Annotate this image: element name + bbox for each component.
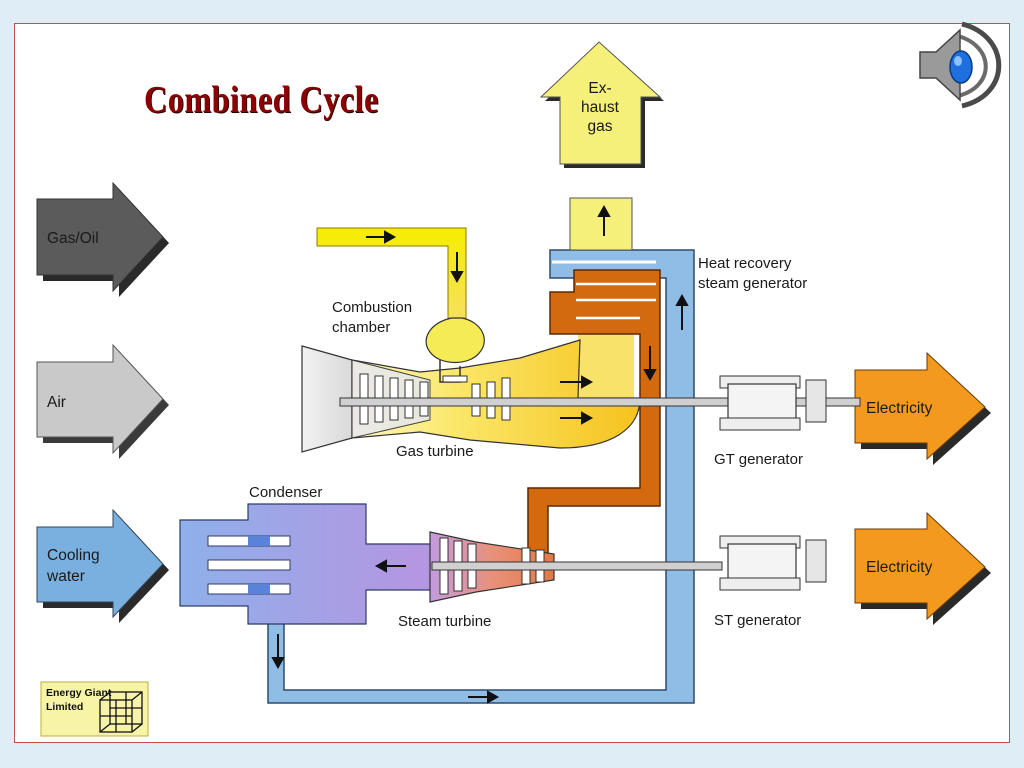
gas-turbine bbox=[301, 317, 861, 453]
hrsg-label-line2: steam generator bbox=[698, 275, 807, 292]
electricity-st-label: Electricity bbox=[866, 559, 933, 576]
steam-turbine bbox=[429, 531, 723, 603]
flow-arrow-right-icon bbox=[560, 411, 594, 425]
gt-generator bbox=[719, 375, 827, 431]
flow-arrow-down-icon bbox=[643, 346, 657, 382]
gas-turbine-label: Gas turbine bbox=[396, 443, 474, 460]
gt-generator-label: GT generator bbox=[714, 451, 803, 468]
hrsg-label-line1: Heat recovery bbox=[698, 255, 792, 272]
cooling-water-arrow: Cooling water bbox=[36, 508, 169, 623]
air-label: Air bbox=[47, 394, 66, 411]
flow-arrow-down-icon bbox=[450, 252, 464, 284]
energy-giant-logo: Energy Giant Limited bbox=[40, 681, 149, 737]
electricity-gt-label: Electricity bbox=[866, 400, 933, 417]
flow-arrow-down-icon bbox=[271, 634, 285, 670]
cube-lattice-icon bbox=[99, 691, 143, 733]
gas-oil-arrow: Gas/Oil bbox=[36, 181, 169, 297]
condenser-label: Condenser bbox=[249, 484, 322, 501]
flow-arrow-up-icon bbox=[597, 204, 611, 236]
cooling-water-label-line2: water bbox=[46, 568, 85, 585]
electricity-gt-arrow: Electricity bbox=[854, 351, 991, 465]
slide-title: Combined Cycle bbox=[144, 79, 379, 121]
st-generator bbox=[719, 535, 827, 591]
flow-arrow-right-icon bbox=[560, 375, 594, 389]
exhaust-label-line3: gas bbox=[588, 118, 613, 135]
logo-line2: Limited bbox=[46, 701, 83, 713]
exhaust-label-line2: haust bbox=[581, 99, 620, 116]
feedwater-pipe bbox=[267, 249, 695, 704]
flow-arrow-up-icon bbox=[675, 293, 689, 330]
exhaust-label-line1: Ex- bbox=[588, 80, 611, 97]
flow-arrow-right-icon bbox=[366, 230, 397, 244]
exhaust-gas-arrow: Ex- haust gas bbox=[539, 41, 664, 168]
fuel-line bbox=[316, 227, 467, 319]
air-arrow: Air bbox=[36, 343, 169, 459]
gas-oil-label: Gas/Oil bbox=[47, 230, 99, 247]
combustion-chamber-label-line1: Combustion bbox=[332, 299, 412, 316]
steam-turbine-label: Steam turbine bbox=[398, 613, 491, 630]
electricity-st-arrow: Electricity bbox=[854, 511, 991, 625]
condenser bbox=[179, 503, 449, 625]
flow-arrow-left-icon bbox=[374, 559, 406, 573]
cooling-water-label-line1: Cooling bbox=[47, 547, 100, 564]
combustion-chamber-label-line2: chamber bbox=[332, 319, 390, 336]
flow-arrow-right-icon bbox=[468, 690, 500, 704]
speaker-icon[interactable] bbox=[919, 21, 1002, 109]
st-generator-label: ST generator bbox=[714, 612, 801, 629]
flow-arrows bbox=[271, 204, 689, 704]
logo-line1: Energy Giant bbox=[46, 687, 112, 699]
